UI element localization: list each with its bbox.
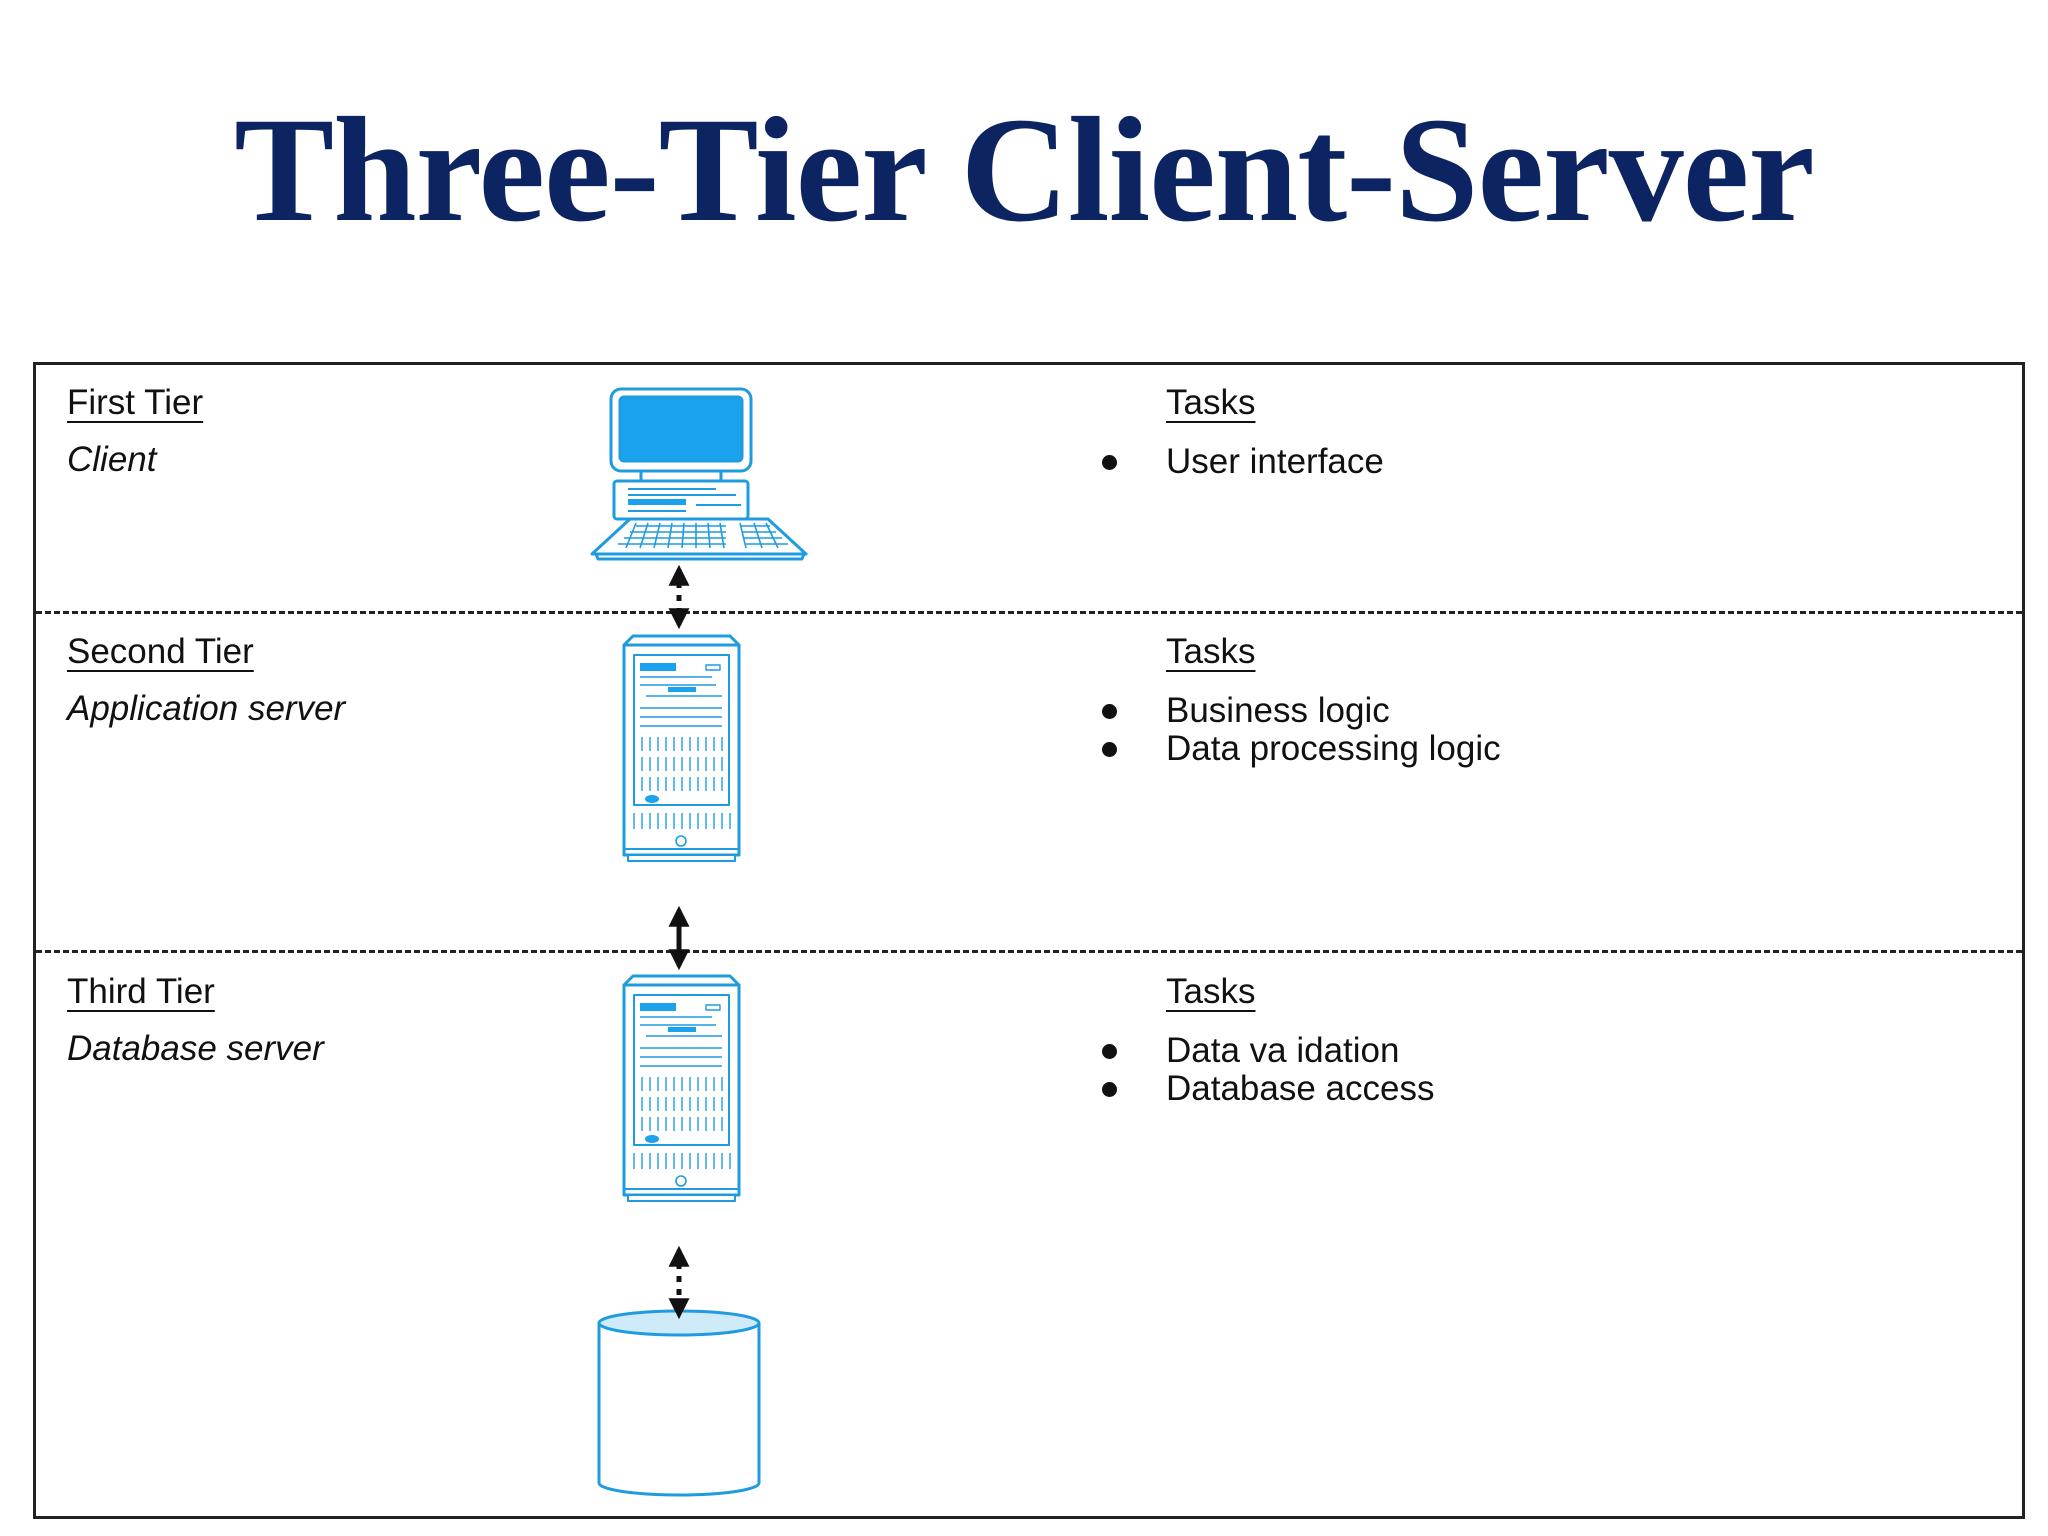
third-tier-tasks-heading: Tasks bbox=[1166, 972, 1256, 1011]
desktop-computer-icon bbox=[590, 387, 808, 561]
bullet-icon bbox=[1102, 455, 1117, 470]
task-item: Business logic bbox=[1102, 691, 1501, 730]
database-cylinder-icon bbox=[597, 1309, 761, 1497]
client-role-label: Client bbox=[67, 440, 157, 479]
database-server-role-label: Database server bbox=[67, 1029, 324, 1068]
bullet-icon bbox=[1102, 1082, 1117, 1097]
task-item: Data va idation bbox=[1102, 1031, 1434, 1070]
third-tier-label: Third Tier bbox=[67, 972, 215, 1011]
bullet-icon bbox=[1102, 1044, 1117, 1059]
second-tier-task-list: Business logic Data processing logic bbox=[1102, 691, 1501, 768]
bullet-icon bbox=[1102, 742, 1117, 757]
task-text: Data va idation bbox=[1166, 1031, 1400, 1070]
tier-divider-2 bbox=[36, 950, 2022, 953]
task-item: User interface bbox=[1102, 442, 1384, 481]
task-text: Data processing logic bbox=[1166, 729, 1501, 768]
third-tier-task-list: Data va idation Database access bbox=[1102, 1031, 1435, 1108]
second-tier-label: Second Tier bbox=[67, 632, 254, 671]
first-tier-label: First Tier bbox=[67, 383, 204, 422]
bullet-icon bbox=[1102, 704, 1117, 719]
task-text: Database access bbox=[1166, 1069, 1435, 1108]
task-text: Business logic bbox=[1166, 691, 1390, 730]
server-tower-icon bbox=[622, 634, 741, 862]
task-item: Database access bbox=[1102, 1069, 1435, 1108]
diagram-artwork bbox=[590, 387, 808, 1497]
tier-divider-1 bbox=[36, 611, 2022, 614]
three-tier-diagram: First Tier Client Tasks User interface S… bbox=[33, 362, 2025, 1519]
server-tower-icon bbox=[622, 974, 741, 1202]
first-tier-task-list: User interface bbox=[1102, 442, 1384, 481]
slide-title: Three-Tier Client-Server bbox=[234, 87, 1815, 253]
task-item: Data processing logic bbox=[1102, 729, 1501, 768]
application-server-role-label: Application server bbox=[67, 689, 346, 728]
second-tier-tasks-heading: Tasks bbox=[1166, 632, 1256, 671]
first-tier-tasks-heading: Tasks bbox=[1166, 383, 1256, 422]
task-text: User interface bbox=[1166, 442, 1384, 481]
